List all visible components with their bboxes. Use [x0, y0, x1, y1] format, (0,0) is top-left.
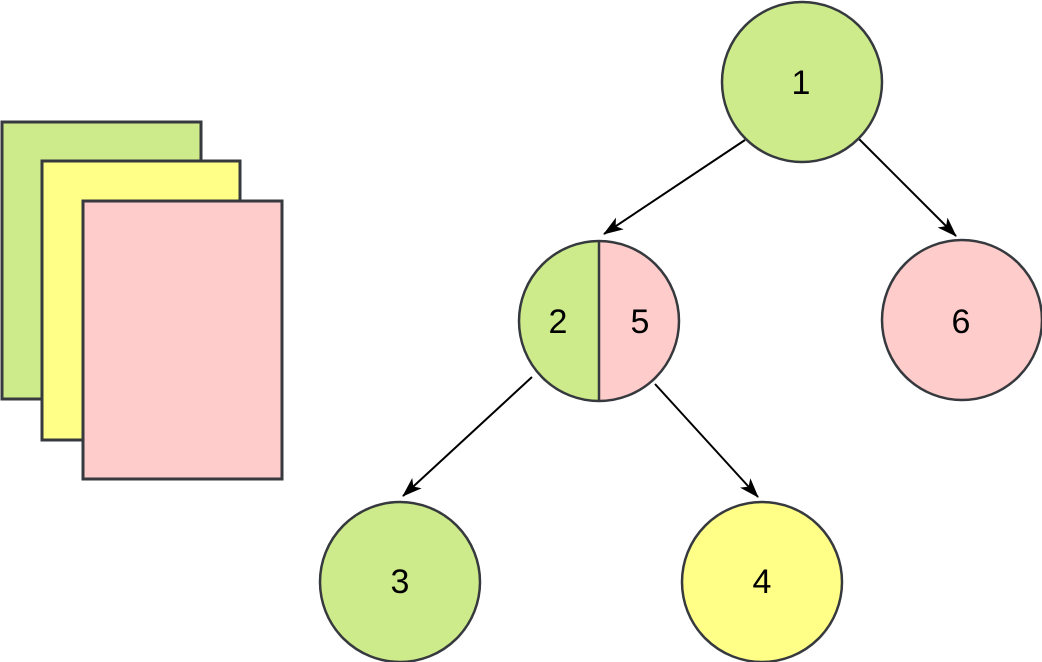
node-2-label: 2: [549, 303, 568, 341]
tree-edges: [402, 138, 957, 498]
node-1-circle: [720, 0, 884, 164]
edge-2-5-to-4: [654, 383, 759, 498]
node-4-label: 4: [753, 563, 772, 601]
node-3-label: 3: [391, 563, 410, 601]
edge-1-to-6: [858, 138, 957, 237]
node-1-label: 1: [792, 64, 811, 102]
edge-1-to-2-5: [603, 139, 746, 235]
node-4-circle: [680, 500, 844, 662]
tree-node-1: 1: [720, 0, 884, 164]
sheet-stack: [0, 120, 284, 481]
tree-node-6: 6: [880, 238, 1042, 402]
node-2-5-left-half: [519, 241, 599, 401]
node-2-5-outline: [517, 239, 681, 403]
sheet-pink: [81, 199, 284, 481]
node-6-circle: [880, 238, 1042, 402]
node-5-label: 5: [631, 303, 650, 341]
node-3-circle: [318, 500, 482, 662]
tree-node-2-5: 2 5: [517, 239, 681, 403]
tree-node-3: 3: [318, 500, 482, 662]
tree-node-4: 4: [680, 500, 844, 662]
edge-2-5-to-3: [402, 376, 533, 497]
node-6-label: 6: [952, 303, 971, 341]
